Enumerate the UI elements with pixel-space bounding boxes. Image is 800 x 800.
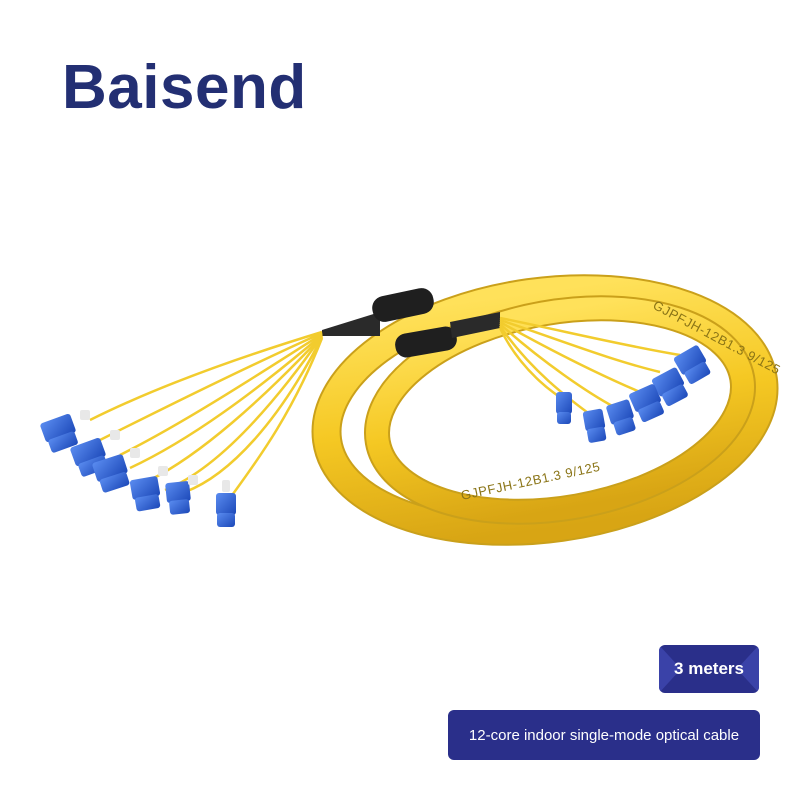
fiber-fanout-left	[89, 330, 324, 506]
cable-coil-inner	[364, 295, 756, 525]
brand-logo: Baisend	[62, 53, 307, 122]
breakout-boot-right	[395, 312, 500, 358]
description-badge: 12-core indoor single-mode optical cable	[448, 710, 760, 760]
lc-connectors-right	[556, 345, 711, 443]
breakout-boot-left	[322, 288, 434, 336]
fiber-fanout-right	[498, 316, 681, 420]
lc-ferrules-left	[80, 410, 230, 492]
lc-connectors-left	[40, 413, 236, 527]
cable-coil-outer	[311, 274, 779, 546]
length-badge: 3 meters	[659, 645, 759, 693]
description-badge-text: 12-core indoor single-mode optical cable	[468, 726, 740, 744]
length-badge-text: 3 meters	[674, 659, 744, 678]
